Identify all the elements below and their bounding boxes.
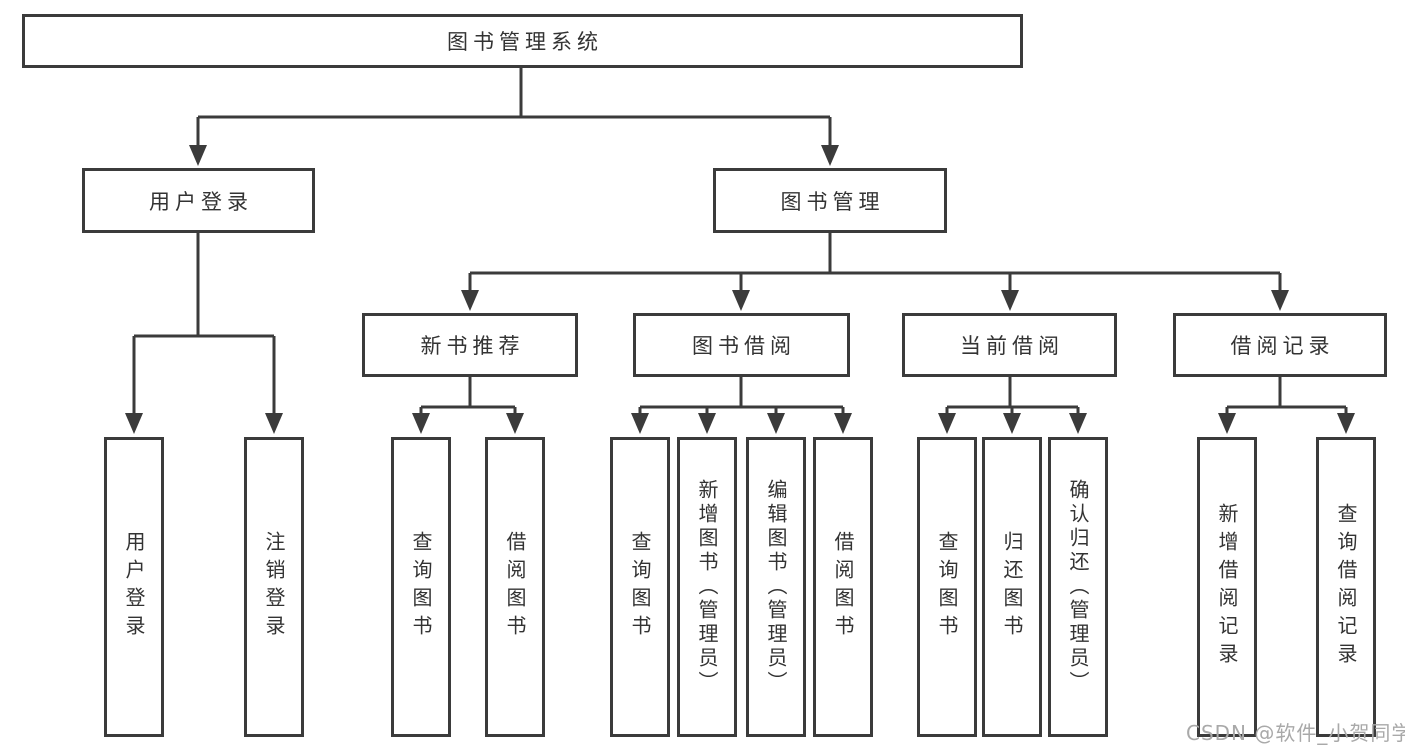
node-root: 图书管理系统: [22, 14, 1023, 68]
leaf-confirm-return-admin: 确认归还（管理员）: [1048, 437, 1108, 737]
arrowhead-leaf-add-book: [698, 413, 716, 434]
leaf-add-borrow-record: 新增借阅记录: [1197, 437, 1257, 737]
arrowhead-leaf-query-record: [1337, 413, 1355, 434]
node-book-borrow: 图书借阅: [633, 313, 850, 377]
node-new-book-rec: 新书推荐: [362, 313, 578, 377]
leaf-query-book-cb-label: 查询图书: [935, 531, 959, 643]
leaf-return-book-label: 归还图书: [1000, 531, 1024, 643]
arrowhead-leaf-borrow-book-rec: [506, 413, 524, 434]
arrowhead-leaf-confirm-return: [1069, 413, 1087, 434]
leaf-query-book-bb: 查询图书: [610, 437, 670, 737]
arrowhead-user-login: [189, 145, 207, 166]
arrowhead-book-borrow: [732, 290, 750, 311]
leaf-borrow-book-rec: 借阅图书: [485, 437, 545, 737]
node-book-mgmt-label: 图书管理: [780, 189, 885, 214]
leaf-return-book: 归还图书: [982, 437, 1042, 737]
leaf-add-book-admin-label: 新增图书（管理员）: [695, 479, 719, 695]
leaf-add-borrow-record-label: 新增借阅记录: [1215, 503, 1239, 671]
arrowhead-new-book-rec: [461, 290, 479, 311]
node-root-label: 图书管理系统: [447, 30, 603, 54]
leaf-query-borrow-record-label: 查询借阅记录: [1334, 503, 1358, 671]
edge-current-borrow-subtree: [945, 377, 1080, 416]
leaf-query-borrow-record: 查询借阅记录: [1316, 437, 1376, 737]
leaf-edit-book-admin-label: 编辑图书（管理员）: [764, 479, 788, 695]
leaf-user-login-label: 用户登录: [122, 531, 146, 643]
edge-root-to-level2: [196, 68, 832, 148]
arrowhead-leaf-return-book: [1003, 413, 1021, 434]
arrowhead-leaf-query-book-rec: [412, 413, 430, 434]
leaf-logout: 注销登录: [244, 437, 304, 737]
arrowhead-current-borrow: [1001, 290, 1019, 311]
leaf-borrow-book-rec-label: 借阅图书: [503, 531, 527, 643]
edge-borrow-records-subtree: [1225, 377, 1348, 416]
leaf-query-book-cb: 查询图书: [917, 437, 977, 737]
node-book-mgmt: 图书管理: [713, 168, 947, 233]
leaf-query-book-rec-label: 查询图书: [409, 531, 433, 643]
arrowhead-leaf-user-login: [125, 413, 143, 434]
arrowhead-leaf-query-book-bb: [631, 413, 649, 434]
leaf-borrow-book: 借阅图书: [813, 437, 873, 737]
arrowhead-leaf-add-record: [1218, 413, 1236, 434]
node-current-borrow-label: 当前借阅: [960, 334, 1064, 358]
arrowhead-leaf-borrow-book: [834, 413, 852, 434]
leaf-user-login: 用户登录: [104, 437, 164, 737]
leaf-logout-label: 注销登录: [262, 531, 286, 643]
node-new-book-rec-label: 新书推荐: [420, 334, 525, 358]
arrowhead-borrow-records: [1271, 290, 1289, 311]
leaf-confirm-return-admin-label: 确认归还（管理员）: [1066, 479, 1090, 695]
edge-new-book-rec-subtree: [419, 377, 517, 416]
node-borrow-records-label: 借阅记录: [1230, 334, 1335, 358]
leaf-query-book-bb-label: 查询图书: [628, 531, 652, 643]
edge-book-borrow-subtree: [638, 377, 845, 416]
edge-book-mgmt-to-level3: [468, 233, 1282, 293]
leaf-add-book-admin: 新增图书（管理员）: [677, 437, 737, 737]
arrowhead-book-mgmt: [821, 145, 839, 166]
leaf-query-book-rec: 查询图书: [391, 437, 451, 737]
arrowhead-leaf-edit-book: [767, 413, 785, 434]
arrowhead-leaf-query-book-cb: [938, 413, 956, 434]
node-borrow-records: 借阅记录: [1173, 313, 1387, 377]
leaf-borrow-book-label: 借阅图书: [831, 531, 855, 643]
leaf-edit-book-admin: 编辑图书（管理员）: [746, 437, 806, 737]
edge-user-login-subtree: [132, 233, 276, 416]
node-current-borrow: 当前借阅: [902, 313, 1117, 377]
arrowhead-leaf-logout: [265, 413, 283, 434]
csdn-watermark: CSDN @软件_小贺同学: [1186, 721, 1405, 745]
node-book-borrow-label: 图书借阅: [692, 334, 796, 358]
node-user-login: 用户登录: [82, 168, 315, 233]
node-user-login-label: 用户登录: [149, 189, 253, 214]
